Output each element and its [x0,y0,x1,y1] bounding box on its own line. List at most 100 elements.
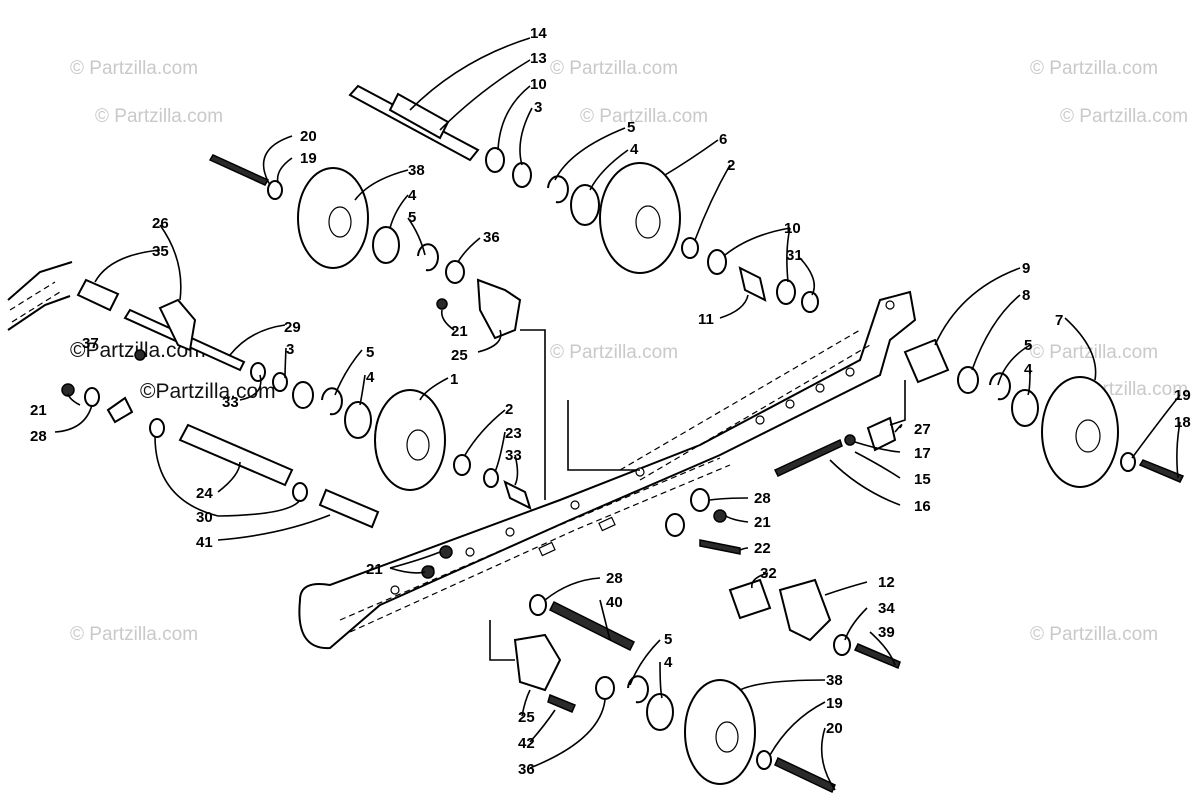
callout-18: 18 [1174,414,1191,431]
callout-28c: 28 [606,570,623,587]
callout-36a: 36 [483,229,500,246]
callout-33a: 33 [222,394,239,411]
callout-32: 32 [760,565,777,582]
bolt-20b [774,756,836,794]
bolt-20a [208,154,270,186]
callout-31: 31 [786,247,803,264]
washer-30b [292,482,308,502]
callout-20b: 20 [826,720,843,737]
nut-21a [436,298,448,310]
watermark-top-left: © Partzilla.com [70,58,198,79]
washer-31 [801,291,819,313]
washer-19a [267,180,283,200]
bolt-22 [699,539,741,555]
bushing-8 [957,366,979,394]
arm-26 [158,298,197,352]
washer-30a [149,418,165,438]
washer-34 [833,634,851,656]
left-shaft-assembly [76,278,532,510]
watermark-top-center: © Partzilla.com [550,58,678,79]
rear-wheel-assembly [773,338,1185,488]
callout-5a: 5 [627,119,635,136]
washer-2a [681,237,699,259]
callout-5b: 5 [408,209,416,226]
washer-36b [595,676,615,700]
washer-28b [690,488,710,512]
callout-4e: 4 [664,654,673,671]
shaft-24 [178,423,294,487]
watermark-bottom-right: © Partzilla.com [1030,624,1158,645]
washer-10a [485,147,505,173]
callout-21b: 21 [30,402,47,419]
watermark-bottom-left: © Partzilla.com [70,624,198,645]
snapring-5b [417,243,439,272]
callout-17: 17 [914,445,931,462]
bolt-42 [547,693,576,713]
washer-28d [529,594,547,616]
callout-28a: 28 [30,428,47,445]
callout-6: 6 [719,131,727,148]
washer-36a [445,260,465,284]
callout-3a: 3 [534,99,542,116]
bushing-10b [707,249,727,275]
callout-23: 23 [505,425,522,442]
snapring-5c [321,387,343,416]
callout-21d: 21 [754,514,771,531]
callout-2a: 2 [727,157,735,174]
callout-22: 22 [754,540,771,557]
washer-19c [756,750,772,770]
spacer-35 [76,278,120,312]
callout-12: 12 [878,574,895,591]
callout-13: 13 [530,50,547,67]
washer-2b [453,454,471,476]
bearing-4b [372,226,400,264]
bearing-4a [570,184,600,226]
spacer-9 [903,338,950,384]
bracket-12 [778,578,832,642]
washer-33a [250,362,266,382]
spacer-32 [728,578,772,620]
watermark-top-right: © Partzilla.com [1030,58,1158,79]
callout-41: 41 [196,534,213,551]
callout-4a: 4 [630,141,639,158]
washer-33b [483,468,499,488]
callout-38b: 38 [826,672,843,689]
bolt-39 [853,643,901,670]
callout-5d: 5 [1024,337,1032,354]
callout-19b: 19 [1174,387,1191,404]
bolt-18 [1138,459,1185,483]
bearing-4e [646,693,674,731]
callout-26: 26 [152,215,169,232]
washer-28a [84,387,100,407]
callout-19c: 19 [826,695,843,712]
watermark-top-center-2: © Partzilla.com [580,106,708,127]
callout-15: 15 [914,471,931,488]
callout-16: 16 [914,498,931,515]
clip [106,396,134,424]
nut-21c [713,509,727,523]
washer-28c [665,513,685,537]
callout-1: 1 [450,371,458,388]
callout-7: 7 [1055,312,1063,329]
watermark-mid-center: © Partzilla.com [550,342,678,363]
callout-24: 24 [196,485,213,502]
nut-17 [844,434,856,446]
snapring-5d [989,372,1011,401]
spacer-27 [866,416,897,452]
callout-9: 9 [1022,260,1030,277]
callout-20a: 20 [300,128,317,145]
left-wheel-assembly [208,154,522,340]
spacer-23 [503,480,532,510]
lower-shaft-assembly [61,383,380,529]
washer-3b [272,372,288,392]
callout-27: 27 [914,421,931,438]
nut-21d [439,545,453,559]
callout-28b: 28 [754,490,771,507]
callout-3b: 3 [286,341,294,358]
callout-25b: 25 [518,709,535,726]
callout-14: 14 [530,25,547,42]
callout-36b: 36 [518,761,535,778]
bracket-25a [476,278,522,340]
callout-29: 29 [284,319,301,336]
